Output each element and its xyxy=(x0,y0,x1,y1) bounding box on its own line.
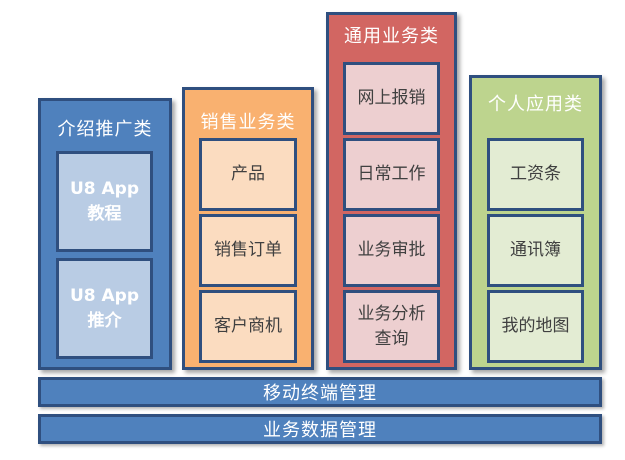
item-payslip: 工资条 xyxy=(487,138,584,211)
column-common-business: 通用业务类 网上报销 日常工作 业务审批 业务分析查询 xyxy=(326,12,457,370)
item-my-map: 我的地图 xyxy=(487,290,584,363)
item-sales-order: 销售订单 xyxy=(199,214,297,287)
column-title-common: 通用业务类 xyxy=(344,26,439,47)
item-daily-work: 日常工作 xyxy=(343,138,440,211)
item-u8-app-tutorial: U8 App 教程 xyxy=(56,151,153,252)
column-title-sales: 销售业务类 xyxy=(200,112,296,133)
bar-mobile-terminal-management: 移动终端管理 xyxy=(38,377,602,407)
column-title-personal: 个人应用类 xyxy=(488,94,583,115)
item-customer-opportunity: 客户商机 xyxy=(199,290,297,363)
item-product: 产品 xyxy=(199,138,297,211)
item-address-book: 通讯簿 xyxy=(487,214,584,287)
column-title-intro: 介绍推广类 xyxy=(57,119,153,140)
bar-business-data-management: 业务数据管理 xyxy=(38,414,602,444)
column-intro-promotion: 介绍推广类 U8 App 教程 U8 App 推介 xyxy=(38,98,172,370)
item-u8-app-promotion: U8 App 推介 xyxy=(56,258,153,359)
column-sales-business: 销售业务类 产品 销售订单 客户商机 xyxy=(182,87,314,370)
column-personal-apps: 个人应用类 工资条 通讯簿 我的地图 xyxy=(469,75,602,370)
item-business-analysis-query: 业务分析查询 xyxy=(343,290,440,363)
item-business-approval: 业务审批 xyxy=(343,214,440,287)
item-online-reimbursement: 网上报销 xyxy=(343,62,440,135)
